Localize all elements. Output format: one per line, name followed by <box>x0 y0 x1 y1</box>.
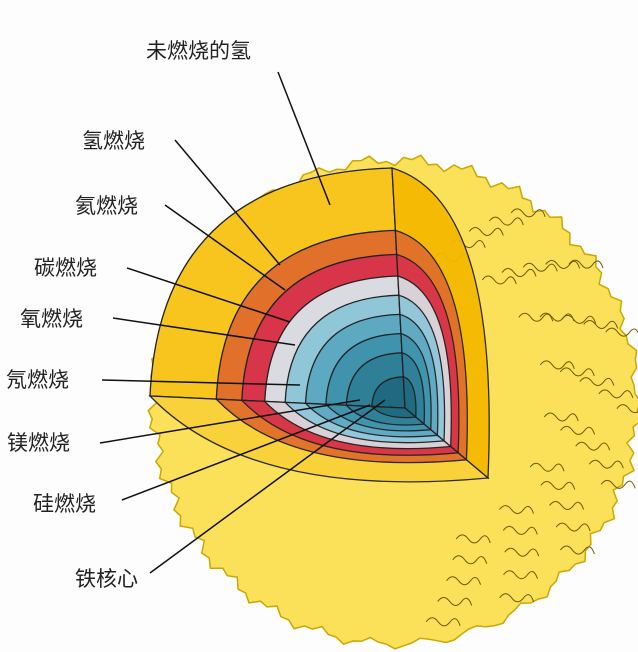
surface-texture <box>446 576 482 586</box>
surface-texture <box>499 593 535 603</box>
label-carbon-burning: 碳燃烧 <box>34 256 97 280</box>
surface-texture <box>583 319 619 329</box>
surface-texture <box>605 327 638 337</box>
leader-line-helium-burning <box>164 204 286 291</box>
surface-texture <box>481 275 517 285</box>
surface-texture <box>425 617 461 627</box>
surface-texture <box>502 525 538 535</box>
surface-texture <box>501 268 537 278</box>
surface-texture <box>540 480 576 490</box>
surface-texture <box>600 479 636 489</box>
label-silicon-burning: 硅燃烧 <box>33 492 96 516</box>
surface-texture <box>598 389 634 399</box>
surface-texture <box>522 262 558 272</box>
surface-texture <box>539 360 575 370</box>
surface-texture <box>559 367 595 377</box>
surface-texture <box>529 462 565 472</box>
surface-texture <box>560 545 595 555</box>
label-unburned-hydrogen: 未燃烧的氢 <box>146 39 251 63</box>
surface-texture <box>560 425 596 435</box>
label-magnesium-burning: 镁燃烧 <box>7 431 70 455</box>
surface-texture <box>568 259 604 269</box>
surface-texture <box>499 505 534 515</box>
label-oxygen-burning: 氧燃烧 <box>20 307 83 331</box>
surface-texture <box>555 522 591 532</box>
surface-texture <box>518 312 554 322</box>
surface-texture <box>575 441 611 451</box>
surface-texture <box>468 226 504 236</box>
surface-texture <box>616 404 638 414</box>
surface-texture <box>488 216 524 226</box>
surface-texture <box>437 596 473 606</box>
leader-line-oxygen-burning <box>112 317 296 346</box>
leader-line-neon-burning <box>101 379 301 386</box>
layer-iron-core-bottom-face <box>370 405 418 419</box>
leader-line-carbon-burning <box>126 267 291 323</box>
leader-line-hydrogen-burning <box>174 139 281 266</box>
surface-texture <box>579 377 615 387</box>
leader-line-iron-core <box>149 399 386 574</box>
label-iron-core: 铁核心 <box>75 567 138 591</box>
surface-texture <box>588 459 624 469</box>
label-hydrogen-burning: 氢燃烧 <box>82 129 145 153</box>
surface-texture <box>504 547 540 557</box>
surface-texture <box>543 412 579 422</box>
surface-texture <box>549 500 585 510</box>
leader-line-unburned-hydrogen <box>277 71 331 206</box>
label-neon-burning: 氖燃烧 <box>6 368 69 392</box>
leader-line-silicon-burning <box>121 404 371 501</box>
surface-texture <box>539 312 575 322</box>
surface-texture <box>561 314 597 324</box>
surface-texture <box>452 555 488 565</box>
surface-texture <box>455 534 491 544</box>
surface-texture <box>545 259 581 269</box>
leader-line-magnesium-burning <box>99 399 361 444</box>
surface-texture <box>503 570 538 580</box>
surface-texture <box>510 208 546 218</box>
label-helium-burning: 氦燃烧 <box>75 194 138 218</box>
